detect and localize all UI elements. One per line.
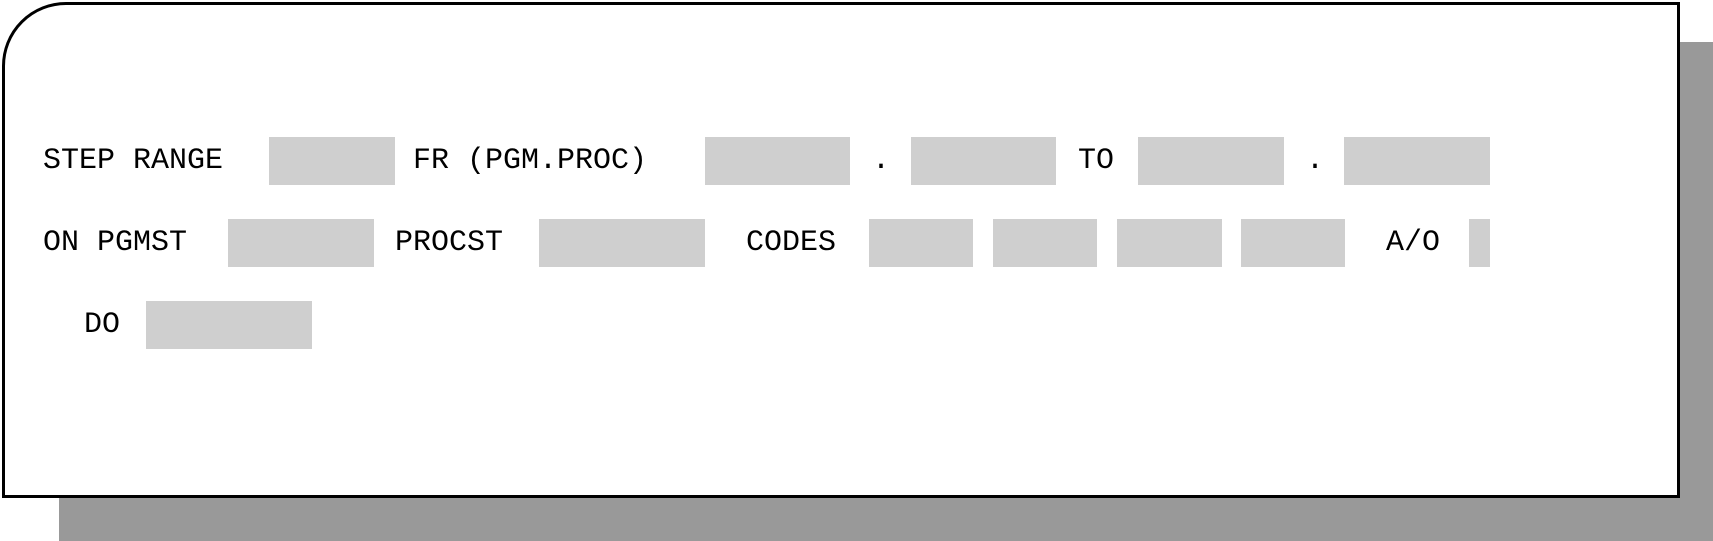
and-or-label: A/O — [1386, 226, 1441, 260]
from-proc-input[interactable] — [911, 137, 1056, 185]
code-input-4[interactable] — [1241, 219, 1345, 267]
procst-input[interactable] — [539, 219, 705, 267]
procst-label: PROCST — [395, 226, 504, 260]
do-input[interactable] — [146, 301, 312, 349]
from-pgm-input[interactable] — [705, 137, 850, 185]
step-range-input[interactable] — [269, 137, 395, 185]
code-input-2[interactable] — [993, 219, 1097, 267]
do-label: DO — [84, 308, 121, 342]
from-pgm-proc-label: FR (PGM.PROC) — [413, 144, 648, 178]
to-pgm-input[interactable] — [1138, 137, 1284, 185]
pgmst-input[interactable] — [228, 219, 374, 267]
code-input-1[interactable] — [869, 219, 973, 267]
to-label: TO — [1078, 144, 1115, 178]
from-dot-separator: . — [872, 144, 891, 178]
to-proc-input[interactable] — [1344, 137, 1490, 185]
to-dot-separator: . — [1306, 144, 1325, 178]
and-or-input[interactable] — [1469, 219, 1490, 267]
on-pgmst-label: ON PGMST — [43, 226, 188, 260]
code-input-3[interactable] — [1117, 219, 1222, 267]
codes-label: CODES — [746, 226, 837, 260]
step-range-label: STEP RANGE — [43, 144, 224, 178]
